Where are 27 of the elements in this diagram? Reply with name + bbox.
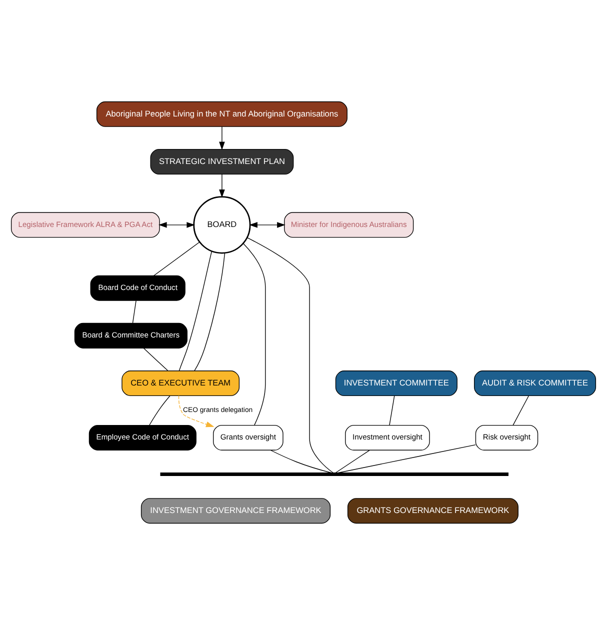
connector: [246, 236, 334, 473]
connector: [132, 300, 136, 323]
node-box: Board & Committee Charters: [74, 322, 188, 348]
connector: [338, 444, 476, 473]
connector: [178, 250, 212, 371]
arrow: [178, 394, 214, 427]
connector: [512, 394, 530, 426]
connector: [194, 252, 226, 371]
node-box: Risk oversight: [475, 424, 538, 450]
connector: [335, 450, 370, 473]
connector: [143, 347, 168, 370]
connector: [149, 394, 170, 426]
node-box: Grants oversight: [213, 424, 284, 450]
connector: [270, 449, 332, 473]
node-bar: [160, 472, 508, 476]
node-box: Minister for Indigenous Australians: [284, 212, 414, 238]
arrow: [158, 222, 195, 228]
arrow: [219, 174, 225, 198]
arrow: [249, 222, 286, 228]
node-box: Board Code of Conduct: [90, 274, 186, 300]
connector: [154, 241, 200, 276]
node-box: Investment oversight: [345, 424, 430, 450]
node-box: Employee Code of Conduct: [88, 424, 196, 450]
arrow: [219, 126, 225, 150]
connector: [242, 242, 266, 426]
connector: [389, 394, 395, 426]
node-box: Legislative Framework ALRA & PGA Act: [10, 212, 160, 238]
